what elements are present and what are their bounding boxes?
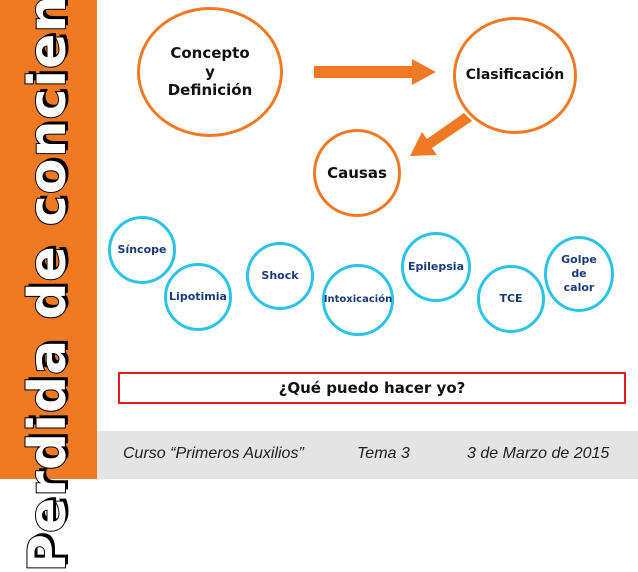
- sidebar: Perdida de conciencia: [0, 0, 97, 572]
- cause-label-intoxicacion: Intoxicación: [323, 293, 393, 305]
- cause-circle-lipotimia: Lipotimia: [164, 263, 232, 331]
- causes-circle: Causas: [313, 129, 401, 217]
- arrow-right-icon: [314, 59, 436, 85]
- cause-circle-sincope: Síncope: [108, 216, 176, 284]
- cause-circle-tce: TCE: [477, 265, 545, 333]
- footer: Curso “Primeros Auxilios” Tema 3 3 de Ma…: [97, 431, 638, 479]
- causes-label: Causas: [327, 163, 387, 182]
- arrow-down-left-icon: [410, 113, 472, 156]
- cause-circle-shock: Shock: [246, 242, 314, 310]
- concept-circle: Concepto y Definición: [137, 7, 283, 137]
- diagram-arrows: [314, 59, 472, 156]
- footer-topic: Tema 3: [357, 445, 410, 462]
- classification-label: Clasificación: [465, 66, 565, 83]
- footer-course: Curso “Primeros Auxilios”: [123, 445, 304, 462]
- cause-circle-intoxicacion: Intoxicación: [322, 264, 394, 336]
- question-label: ¿Qué puedo hacer yo?: [278, 379, 466, 397]
- cause-circle-golpe-de-calor: Golpe de calor: [544, 236, 614, 312]
- cause-label-epilepsia: Epilepsia: [407, 260, 464, 274]
- cause-label-golpe-de-calor: Golpe de calor: [561, 253, 597, 294]
- concept-label: Concepto y Definición: [167, 43, 253, 100]
- cause-label-sincope: Síncope: [117, 243, 167, 257]
- cause-circle-epilepsia: Epilepsia: [401, 232, 471, 302]
- cause-label-tce: TCE: [499, 292, 523, 306]
- classification-circle: Clasificación: [453, 17, 577, 134]
- footer-date: 3 de Marzo de 2015: [467, 445, 610, 462]
- cause-label-lipotimia: Lipotimia: [169, 290, 227, 304]
- cause-label-shock: Shock: [261, 269, 299, 283]
- question-box: ¿Qué puedo hacer yo?: [118, 372, 626, 404]
